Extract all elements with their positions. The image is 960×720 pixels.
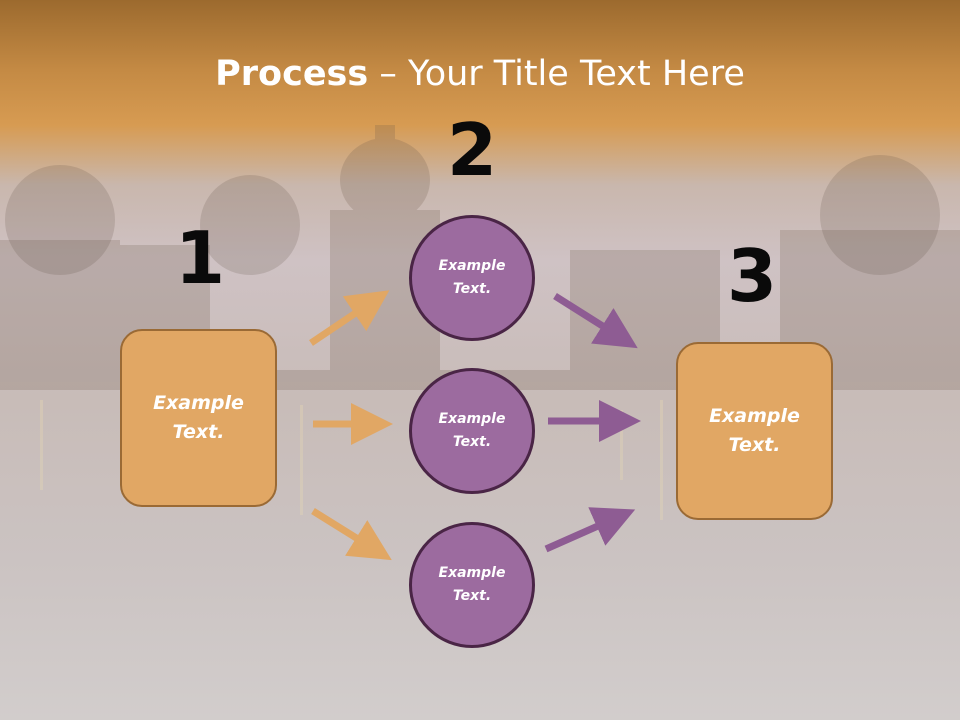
- title-bold: Process: [215, 54, 369, 94]
- arrow-purple-down-icon: [553, 293, 638, 349]
- arrow-orange-up-icon: [309, 290, 390, 346]
- circle-top-text: Example Text.: [438, 258, 506, 297]
- circle-middle-text: Example Text.: [438, 411, 506, 450]
- circle-bottom-text: Example Text.: [438, 565, 506, 604]
- step-3-box: Example Text.: [676, 342, 833, 520]
- slide-title: Process – Your Title Text Here: [0, 52, 960, 96]
- title-rest: – Your Title Text Here: [368, 54, 745, 94]
- step-1-text: Example Text.: [153, 392, 244, 443]
- step-1-box: Example Text.: [120, 329, 277, 507]
- step-number-1: 1: [174, 216, 226, 300]
- step-2-circle-top: Example Text.: [409, 215, 535, 341]
- step-2-circle-middle: Example Text.: [409, 368, 535, 494]
- step-2-circle-bottom: Example Text.: [409, 522, 535, 648]
- step-3-text: Example Text.: [709, 405, 800, 456]
- step-number-2: 2: [446, 108, 498, 192]
- step-number-3: 3: [726, 234, 778, 318]
- arrow-orange-down-icon: [311, 508, 392, 561]
- arrow-purple-up-icon: [544, 507, 636, 553]
